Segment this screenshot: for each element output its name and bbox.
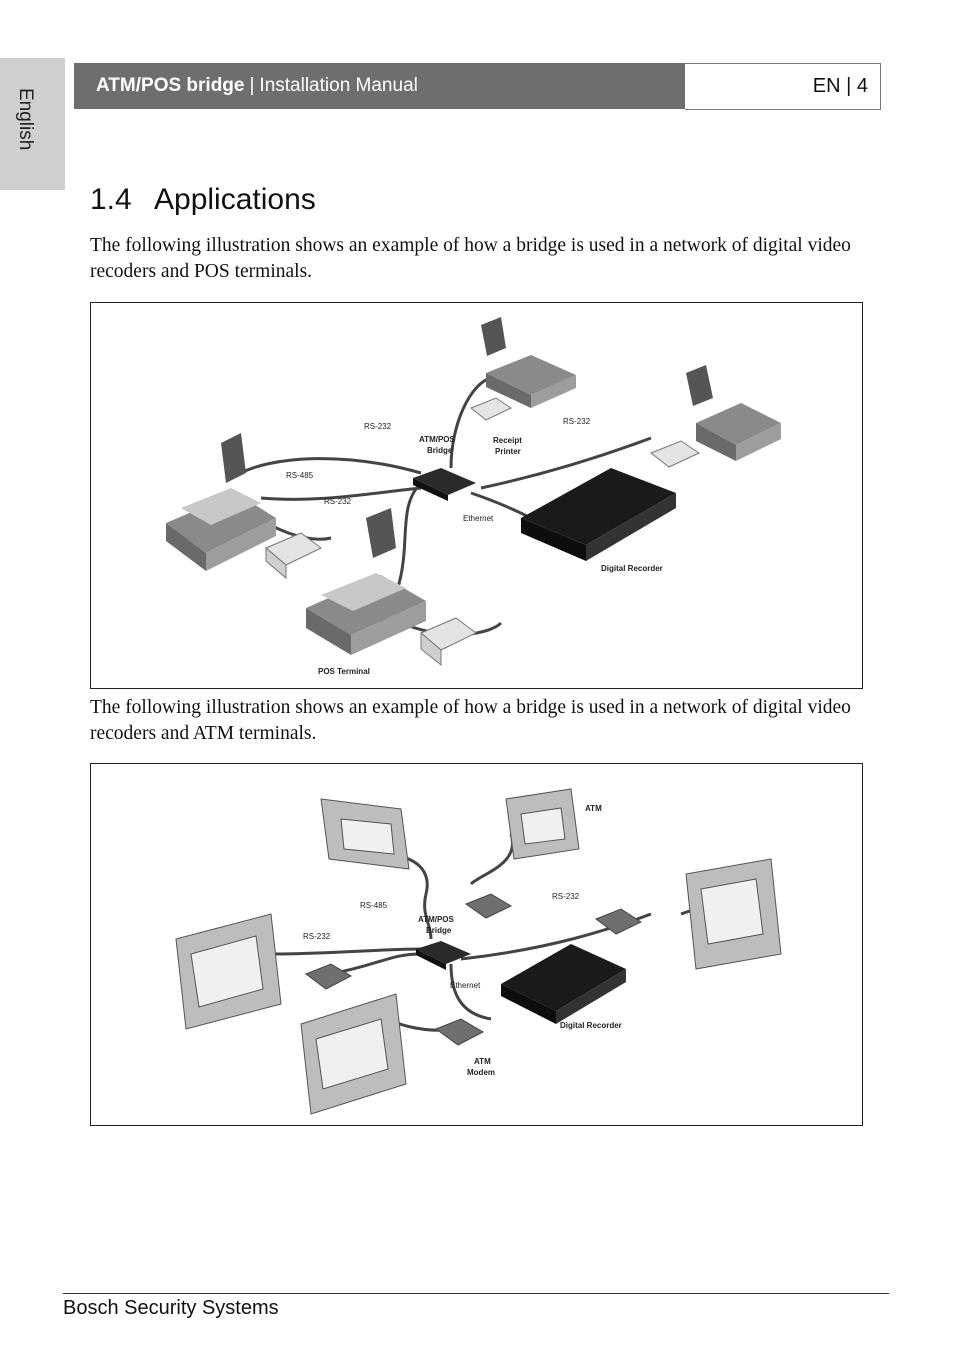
atm-unit-right [685,858,782,970]
atm-unit-top-left [320,798,410,870]
atm-unit-bottom [300,993,407,1115]
pos-bridge-device [413,468,476,501]
pos-intro-paragraph: The following illustration shows an exam… [90,235,851,282]
label-rs232-left: RS-232 [303,932,331,941]
label-bridge-2: Bridge [427,446,453,455]
atm-bridge-device [416,941,471,970]
pos-printer-center [420,617,477,667]
pos-diagram-labels: RS-232 RS-232 RS-485 RS-232 ATM/POS Brid… [286,417,663,676]
language-tab-label: English [15,88,36,151]
label-rs232-right: RS-232 [552,892,580,901]
pos-terminal-center [306,508,426,655]
label-bridge-1: ATM/POS [419,435,456,444]
label-rs485: RS-485 [286,471,314,480]
atm-intro-paragraph: The following illustration shows an exam… [90,697,851,744]
pos-printer-top [470,397,513,421]
label-rs232-mid: RS-232 [324,497,352,506]
label-printer-1: Receipt [493,436,522,445]
label-ethernet: Ethernet [450,981,481,990]
label-ethernet: Ethernet [463,514,494,523]
section-number: 1.4 [90,183,132,216]
footer-company: Bosch Security Systems [63,1297,279,1319]
pos-terminal-right [686,365,781,461]
label-recorder: Digital Recorder [601,564,663,573]
product-name: ATM/POS bridge [96,75,245,96]
label-rs232-right: RS-232 [563,417,591,426]
label-rs485: RS-485 [360,901,388,910]
label-printer-2: Printer [495,447,521,456]
pos-printer-left [265,532,322,580]
atm-diagram-labels: ATM RS-485 RS-232 RS-232 ATM/POS Bridge … [303,804,622,1077]
pos-terminal-top [481,317,576,408]
page-number: EN | 4 [685,63,881,110]
pos-network-diagram: RS-232 RS-232 RS-485 RS-232 ATM/POS Brid… [166,317,781,676]
atm-modems [304,893,643,1046]
header-bar: ATM/POS bridge | Installation Manual [74,63,685,109]
label-pos-terminal: POS Terminal [318,667,370,676]
pos-terminal-left [166,433,276,571]
atm-unit-top-right [505,788,580,860]
label-rs232-top: RS-232 [364,422,392,431]
label-bridge-2: Bridge [426,926,452,935]
atm-digital-recorder [501,944,626,1024]
label-modem-1: ATM [474,1057,491,1066]
language-tab: English [0,58,65,190]
atm-network-diagram: ATM RS-485 RS-232 RS-232 ATM/POS Bridge … [175,788,782,1115]
atm-network-figure: ATM RS-485 RS-232 RS-232 ATM/POS Bridge … [90,763,863,1126]
section-heading: 1.4 Applications [90,183,316,217]
pos-printer-right [650,440,701,468]
atm-unit-left [175,913,282,1030]
pos-network-figure: RS-232 RS-232 RS-485 RS-232 ATM/POS Brid… [90,302,863,689]
footer-divider [63,1293,889,1294]
label-recorder: Digital Recorder [560,1021,622,1030]
label-atm: ATM [585,804,602,813]
header-separator: | [249,75,255,96]
section-title: Applications [154,183,316,216]
label-bridge-1: ATM/POS [418,915,455,924]
page-number-label: EN | 4 [812,75,868,97]
label-modem-2: Modem [467,1068,495,1077]
manual-title: Installation Manual [259,75,418,96]
pos-digital-recorder [521,468,676,561]
